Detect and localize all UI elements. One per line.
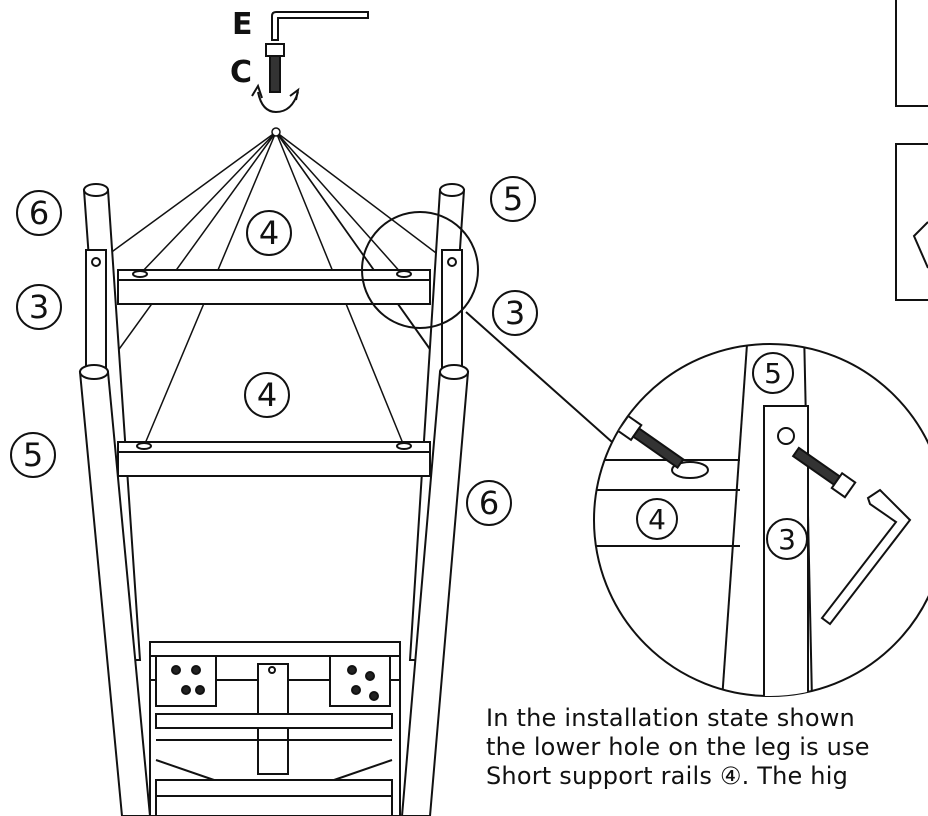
part-number-top-rail: 4	[246, 210, 292, 256]
seat-frame	[149, 641, 401, 816]
part-number-text: 3	[504, 294, 526, 332]
leg-front-left	[78, 364, 152, 816]
detail-part-number-side-rail: 3	[766, 518, 808, 560]
part-number-text: 5	[764, 356, 782, 390]
leg-front-right	[400, 364, 470, 816]
caption-line-2: the lower hole on the leg is use	[486, 733, 870, 761]
detail-magnified	[593, 343, 928, 697]
rail-middle	[117, 441, 431, 477]
instruction-caption: In the installation state shown the lowe…	[486, 704, 928, 791]
part-number-text: 6	[28, 194, 50, 232]
part-number-text: 4	[258, 214, 280, 252]
part-number-front-right-leg: 6	[466, 480, 512, 526]
part-number-text: 3	[28, 288, 50, 326]
label-bolt: C	[230, 55, 253, 90]
side-rail-right	[441, 249, 463, 369]
detail-allen-key-icon	[820, 488, 912, 626]
part-number-text: 4	[648, 502, 666, 536]
part-number-text: 5	[502, 180, 524, 218]
part-number-right-side-rail: 3	[492, 290, 538, 336]
inset-box-bottom	[895, 143, 928, 301]
part-number-back-left-leg: 6	[16, 190, 62, 236]
detail-part-number-leg: 5	[752, 352, 794, 394]
part-number-back-right-leg: 5	[490, 176, 536, 222]
part-number-text: 6	[478, 484, 500, 522]
detail-bolt-left	[616, 414, 685, 469]
rail-top	[117, 269, 431, 305]
bolt-icon	[251, 43, 300, 114]
detail-part-number-short-rail: 4	[636, 498, 678, 540]
part-number-front-left-leg: 5	[10, 432, 56, 478]
caption-line-3: Short support rails ④. The hig	[486, 762, 849, 790]
inset-box-top	[895, 0, 928, 107]
side-rail-left	[85, 249, 107, 369]
allen-key-icon	[271, 11, 369, 41]
part-number-left-side-rail: 3	[16, 284, 62, 330]
detail-bolt-right	[791, 446, 857, 499]
part-number-middle-rail: 4	[244, 372, 290, 418]
part-number-text: 5	[22, 436, 44, 474]
detail-callout-small	[361, 211, 613, 443]
caption-line-1: In the installation state shown	[486, 704, 855, 732]
label-allen-key: E	[232, 7, 253, 42]
part-number-text: 4	[256, 376, 278, 414]
part-number-text: 3	[778, 522, 796, 556]
